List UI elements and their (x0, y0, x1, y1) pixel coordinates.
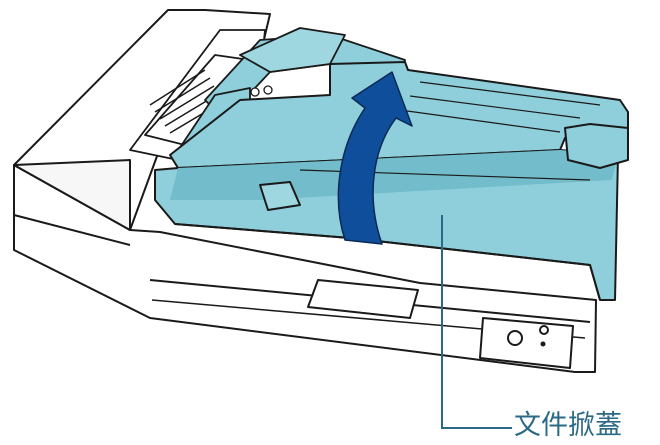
cover-front-lip (259, 181, 301, 211)
power-button-icon (507, 330, 523, 346)
scanner-display-window (307, 279, 419, 319)
open-direction-arrow-icon (337, 71, 413, 245)
operator-panel (479, 317, 574, 369)
indicator-dot-icon (540, 341, 546, 347)
cover-handle (564, 123, 629, 169)
callout-leader-line (441, 215, 512, 429)
callout-label: 文件掀蓋 (514, 410, 622, 441)
scanner-base-front (13, 164, 597, 373)
indicator-light-icon (539, 325, 549, 335)
